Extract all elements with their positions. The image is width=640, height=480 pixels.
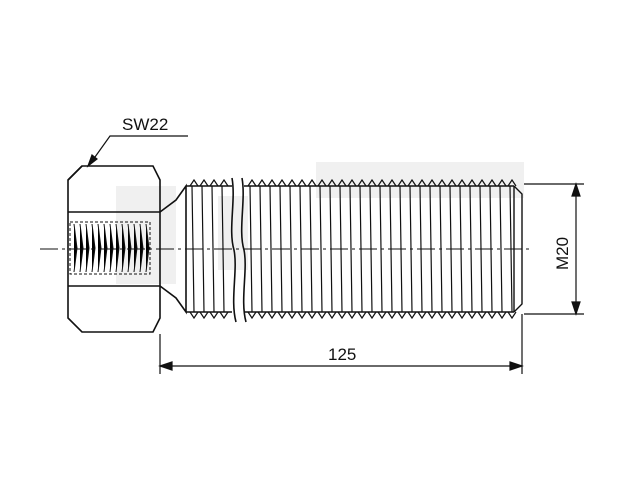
internal-thread-line xyxy=(79,223,84,273)
thread-crest xyxy=(467,178,477,320)
internal-thread-line xyxy=(97,223,102,273)
internal-thread-line xyxy=(115,223,120,273)
internal-thread-line xyxy=(127,223,132,273)
thread-crest xyxy=(199,178,209,320)
internal-thread-line xyxy=(103,223,108,273)
internal-thread-line xyxy=(139,223,144,273)
thread-crest xyxy=(497,178,507,320)
thread-crest xyxy=(209,178,219,320)
thread-crest xyxy=(267,178,277,320)
internal-thread-line xyxy=(133,223,138,273)
internal-thread-line xyxy=(109,223,114,273)
internal-thread xyxy=(69,221,151,275)
thread-size-label: M20 xyxy=(553,237,572,270)
length-label: 125 xyxy=(328,345,356,364)
internal-thread-line xyxy=(121,223,126,273)
hex-head xyxy=(67,165,161,333)
thread-size-dimension xyxy=(524,182,584,316)
internal-thread-lines xyxy=(73,223,150,273)
internal-thread-line xyxy=(73,223,78,273)
thread-crest xyxy=(287,178,297,320)
internal-thread-line xyxy=(145,223,150,273)
wrench-size-label: SW22 xyxy=(122,115,168,134)
break-lines xyxy=(230,177,247,323)
thread-crest xyxy=(317,178,327,320)
wrench-size-leader xyxy=(86,135,188,168)
internal-thread-line xyxy=(85,223,90,273)
length-dimension xyxy=(158,314,524,374)
internal-thread-line xyxy=(91,223,96,273)
thread-crest xyxy=(347,178,357,320)
